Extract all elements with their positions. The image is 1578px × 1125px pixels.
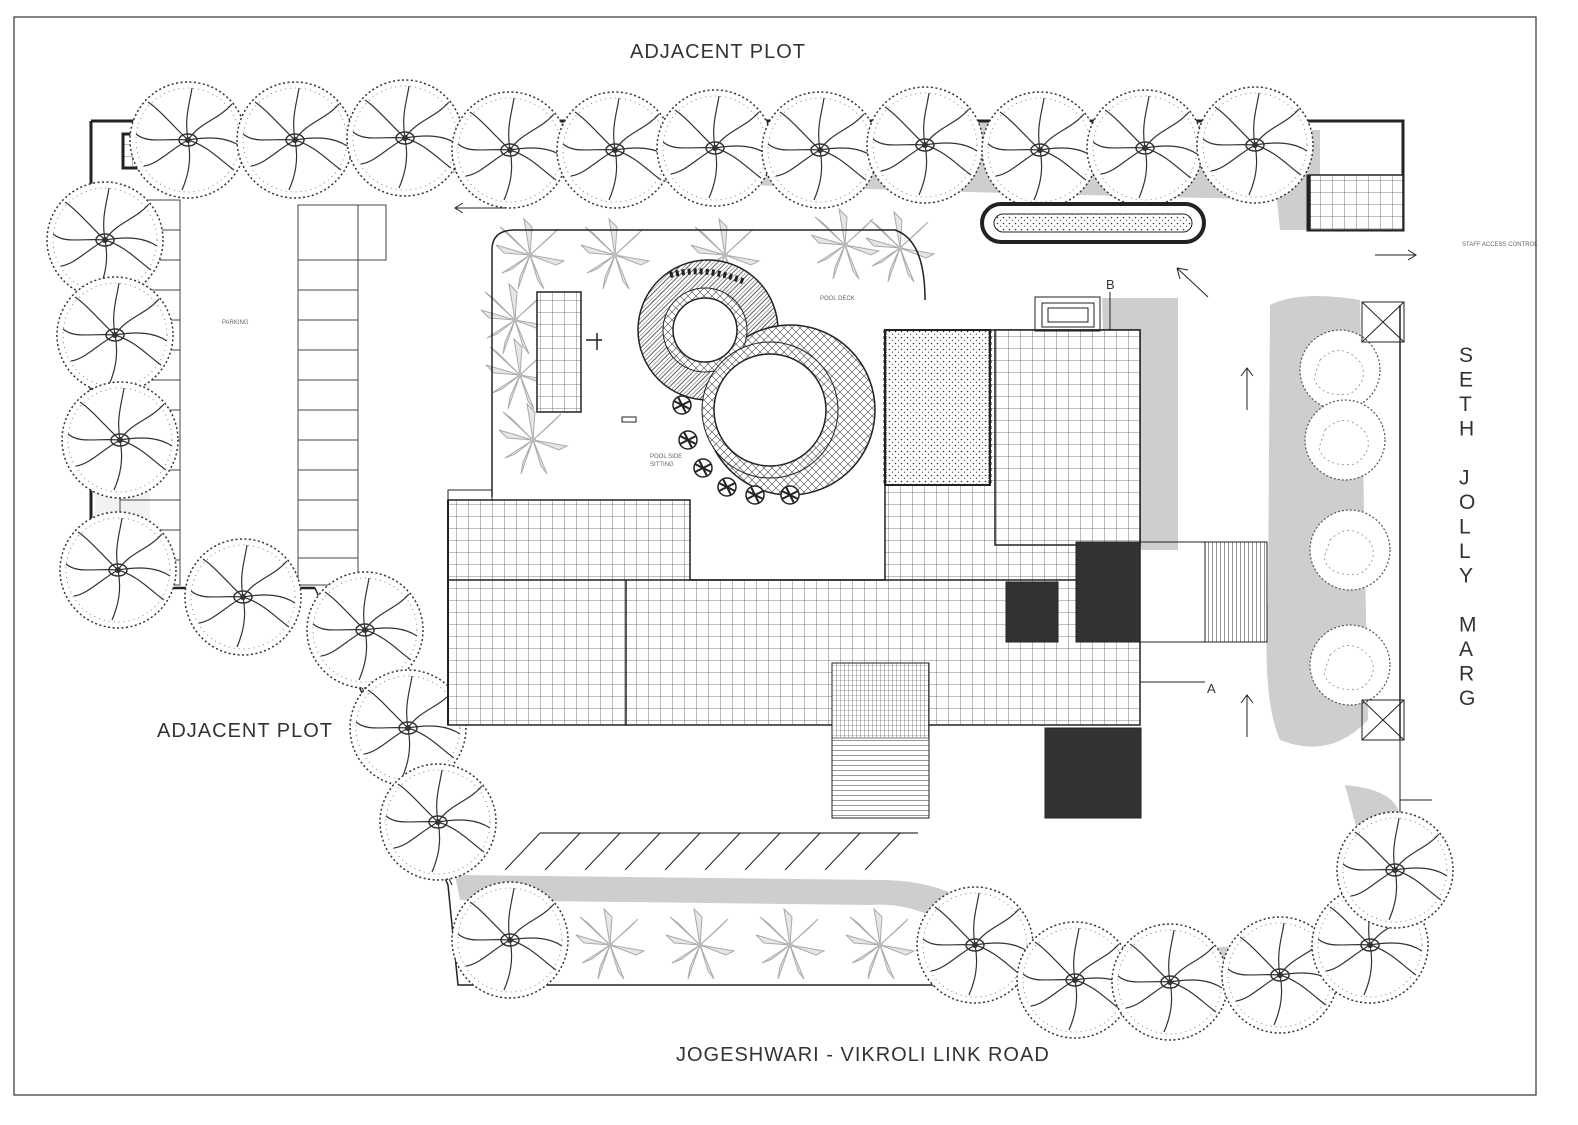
road-letter: L (1459, 540, 1471, 563)
section-b-label: B (1106, 277, 1115, 292)
road-letter: Y (1459, 565, 1473, 588)
arrows (454, 202, 1432, 801)
tree-column-left (46, 181, 497, 881)
sheet-border (13, 16, 1537, 1096)
patio-tile (536, 291, 582, 413)
road-letter: S (1459, 344, 1473, 367)
road-letter: E (1459, 369, 1473, 392)
pool-sitting-label-1: POOL SIDE (650, 454, 682, 460)
pool-sitting-label-2: SITTING (650, 462, 674, 468)
bottom-road-label: JOGESHWARI - VIKROLI LINK ROAD (676, 1044, 1050, 1066)
tree-row-top (129, 79, 1314, 209)
road-letter: R (1459, 663, 1474, 686)
dark-blocks (1005, 541, 1142, 819)
road-letter: A (1459, 638, 1473, 661)
section-a-label: A (1207, 681, 1216, 696)
pool-deck-label: POOL DECK (820, 296, 855, 302)
top-adjacent-plot-label: ADJACENT PLOT (630, 41, 806, 63)
left-adjacent-plot-label: ADJACENT PLOT (157, 720, 333, 742)
side-steps (1204, 541, 1268, 643)
right-gate-boxes (1361, 301, 1405, 741)
road-letter: J (1459, 467, 1470, 490)
pool-deck-boundary (491, 229, 926, 497)
staff-access-label: STAFF ACCESS CONTROL (1462, 242, 1538, 248)
dotted-garden (884, 329, 991, 486)
parking-label: PARKING (222, 320, 249, 326)
road-letter: M (1459, 614, 1477, 637)
road-letter: H (1459, 418, 1474, 441)
stair-b (447, 296, 1101, 501)
road-letter: T (1459, 393, 1472, 416)
road-letter: L (1459, 516, 1471, 539)
bottom-parking-hatch (504, 832, 918, 871)
road-letter: O (1459, 491, 1475, 514)
swimming-pool (621, 259, 876, 505)
road-letter: G (1459, 687, 1475, 710)
tree-row-bottom (451, 811, 1454, 1041)
guard-room (1309, 174, 1404, 231)
